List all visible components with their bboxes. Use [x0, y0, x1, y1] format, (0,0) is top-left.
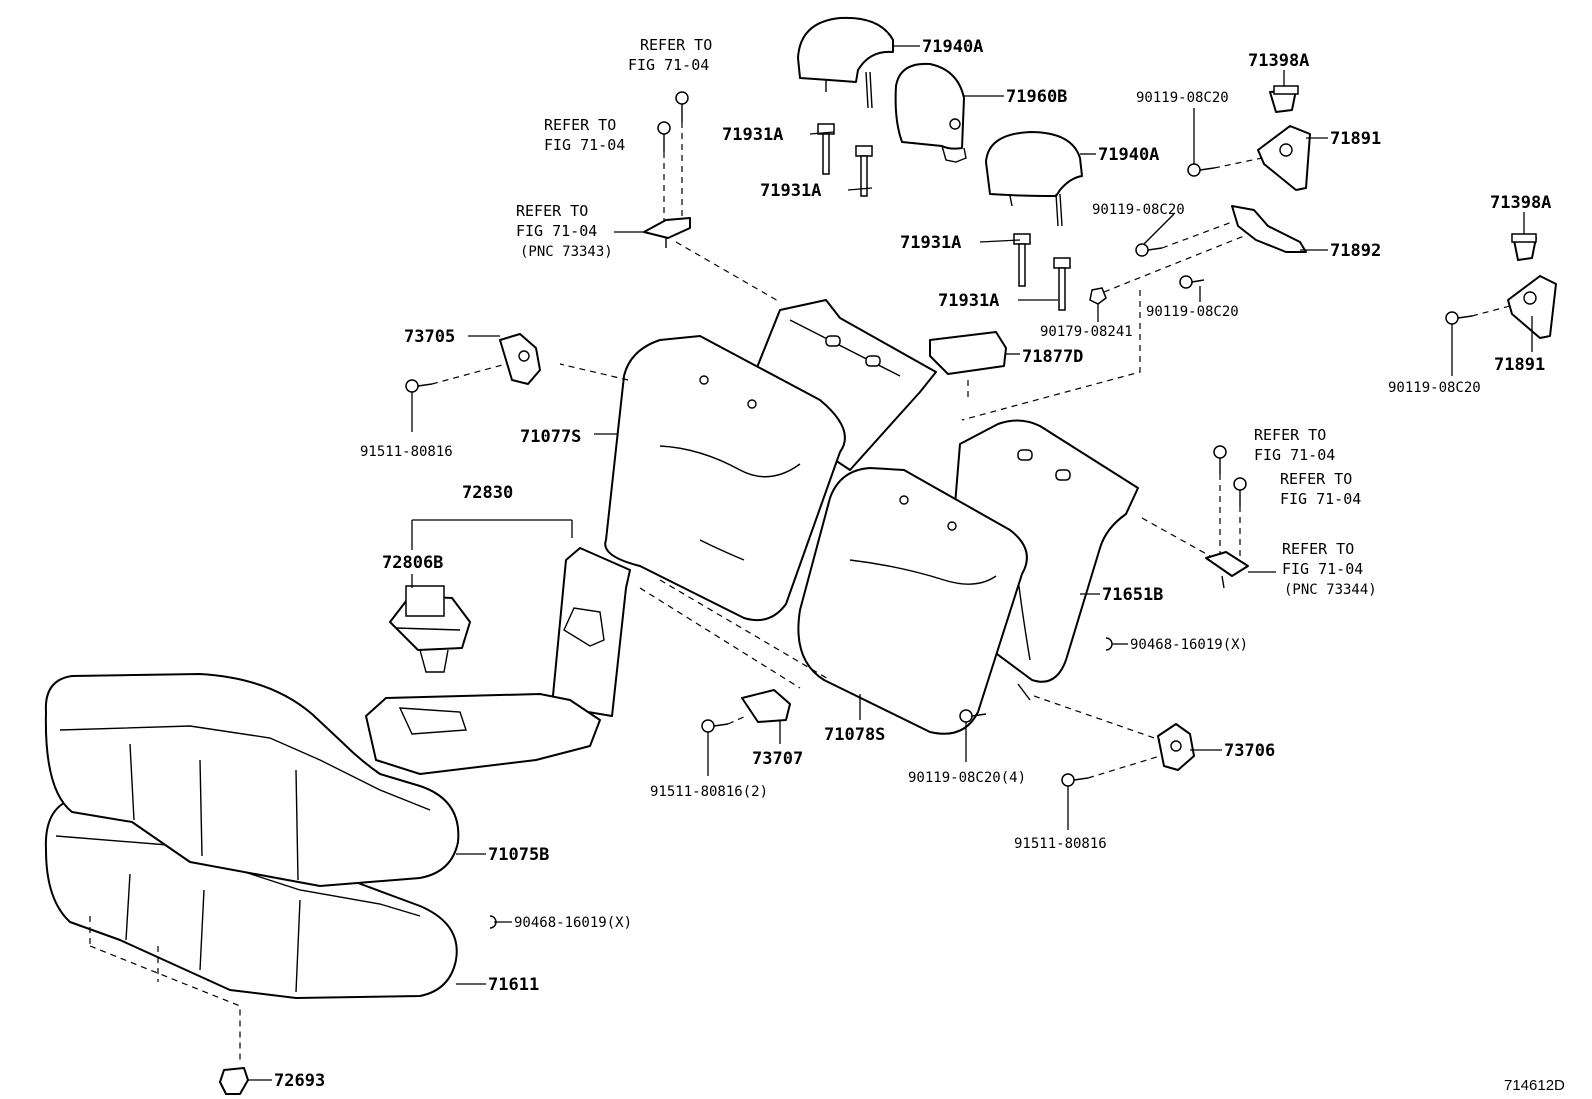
- bolt-90119-b: [1135, 243, 1163, 257]
- nut-90179: [1089, 287, 1107, 305]
- armrest-72830: [365, 547, 631, 775]
- label-90119-a: 90119-08C20: [1136, 90, 1229, 106]
- bracket-73707: [741, 689, 791, 723]
- bracket-71892: [1231, 205, 1307, 253]
- fig-ref-label: FIG 71-04: [1280, 490, 1361, 508]
- label-73705: 73705: [404, 327, 455, 347]
- label-72806b: 72806B: [382, 553, 443, 573]
- headrest-center: [894, 62, 967, 163]
- bracket-pnc-73344: [1205, 551, 1249, 589]
- bracket-73705: [499, 333, 541, 385]
- label-71611: 71611: [488, 975, 539, 995]
- label-71651b: 71651B: [1102, 585, 1163, 605]
- label-71891-1: 71891: [1330, 129, 1381, 149]
- headrest-support-4: [1053, 257, 1071, 311]
- label-90119-c: 90119-08C20: [1146, 304, 1239, 320]
- seatback-71078s: [797, 467, 1028, 735]
- label-91511-b: 91511-80816: [1014, 836, 1107, 852]
- leader-lines: [248, 45, 1533, 1081]
- label-90119-d: 90119-08C20: [1388, 380, 1481, 396]
- figure-id: 714612D: [1504, 1077, 1565, 1094]
- fig-ref-label: FIG 71-04: [628, 56, 709, 74]
- bracket-71891-1: [1257, 125, 1311, 191]
- label-71891-2: 71891: [1494, 355, 1545, 375]
- refer-to-label: REFER TO: [1254, 426, 1326, 444]
- label-71077s: 71077S: [520, 427, 581, 447]
- fig-ref-label: FIG 71-04: [1282, 560, 1363, 578]
- fig-ref-label: FIG 71-04: [516, 222, 597, 240]
- label-71892: 71892: [1330, 241, 1381, 261]
- label-71398a-1: 71398A: [1248, 51, 1309, 71]
- seatback-71077s: [604, 335, 846, 622]
- cup-holder-72806b: [389, 585, 471, 673]
- label-71931a-1: 71931A: [722, 125, 783, 145]
- cap-71398a-2: [1511, 233, 1537, 261]
- bolt-90119-d: [1445, 311, 1473, 325]
- label-91511-a: 91511-80816: [360, 444, 453, 460]
- label-90468-b: 90468-16019(X): [514, 915, 632, 931]
- label-71398a-2: 71398A: [1490, 193, 1551, 213]
- headrest-support-3: [1013, 233, 1031, 287]
- refer-to-label: REFER TO: [1282, 540, 1354, 558]
- label-71075b: 71075B: [488, 845, 549, 865]
- label-73707: 73707: [752, 749, 803, 769]
- headrest-support-1: [817, 123, 835, 175]
- fig-ref-label: FIG 71-04: [544, 136, 625, 154]
- pnc-73343-label: (PNC 73343): [520, 244, 613, 260]
- label-71940a-1: 71940A: [922, 37, 983, 57]
- screw-upper-left-1: [675, 91, 689, 122]
- headrest-support-2: [855, 145, 873, 197]
- refer-to-label: REFER TO: [1280, 470, 1352, 488]
- label-71940a-2: 71940A: [1098, 145, 1159, 165]
- bolt-91511-a: [405, 379, 433, 393]
- label-71931a-2: 71931A: [760, 181, 821, 201]
- hog-ring-90468-a: [1105, 637, 1113, 651]
- screw-right-2: [1233, 477, 1247, 506]
- label-71931a-3: 71931A: [900, 233, 961, 253]
- label-90119-b: 90119-08C20: [1092, 202, 1185, 218]
- cap-71398a-1: [1269, 85, 1299, 113]
- bracket-73706: [1157, 723, 1195, 771]
- label-73706: 73706: [1224, 741, 1275, 761]
- label-71931a-4: 71931A: [938, 291, 999, 311]
- bracket-pnc-73343: [643, 217, 691, 248]
- label-90468-a: 90468-16019(X): [1130, 637, 1248, 653]
- label-72693: 72693: [274, 1071, 325, 1091]
- bolt-91511-2: [701, 719, 729, 733]
- refer-to-label: REFER TO: [640, 36, 712, 54]
- seat-cushion-cover-71075b: [44, 673, 460, 887]
- clip-72693: [219, 1067, 249, 1095]
- label-90179: 90179-08241: [1040, 324, 1133, 340]
- screw-upper-left-2: [657, 121, 671, 152]
- label-91511-2: 91511-80816(2): [650, 784, 768, 800]
- headrest-right: [985, 131, 1083, 227]
- pnc-73344-label: (PNC 73344): [1284, 582, 1377, 598]
- screw-right-1: [1213, 445, 1227, 474]
- label-71078s: 71078S: [824, 725, 885, 745]
- refer-to-label: REFER TO: [544, 116, 616, 134]
- bolt-90119-c: [1179, 275, 1205, 289]
- label-71877d: 71877D: [1022, 347, 1083, 367]
- bracket-71891-2: [1507, 275, 1557, 339]
- label-90119-4: 90119-08C20(4): [908, 770, 1026, 786]
- label-72830: 72830: [462, 483, 513, 503]
- seatback-71077s-rear-frame: [751, 299, 937, 471]
- label-71960b: 71960B: [1006, 87, 1067, 107]
- headrest-left: [797, 16, 894, 109]
- fig-ref-label: FIG 71-04: [1254, 446, 1335, 464]
- armrest-pad-71877d: [929, 331, 1007, 375]
- bolt-90119-a: [1187, 163, 1215, 177]
- bolt-91511-b: [1061, 773, 1089, 787]
- refer-to-label: REFER TO: [516, 202, 588, 220]
